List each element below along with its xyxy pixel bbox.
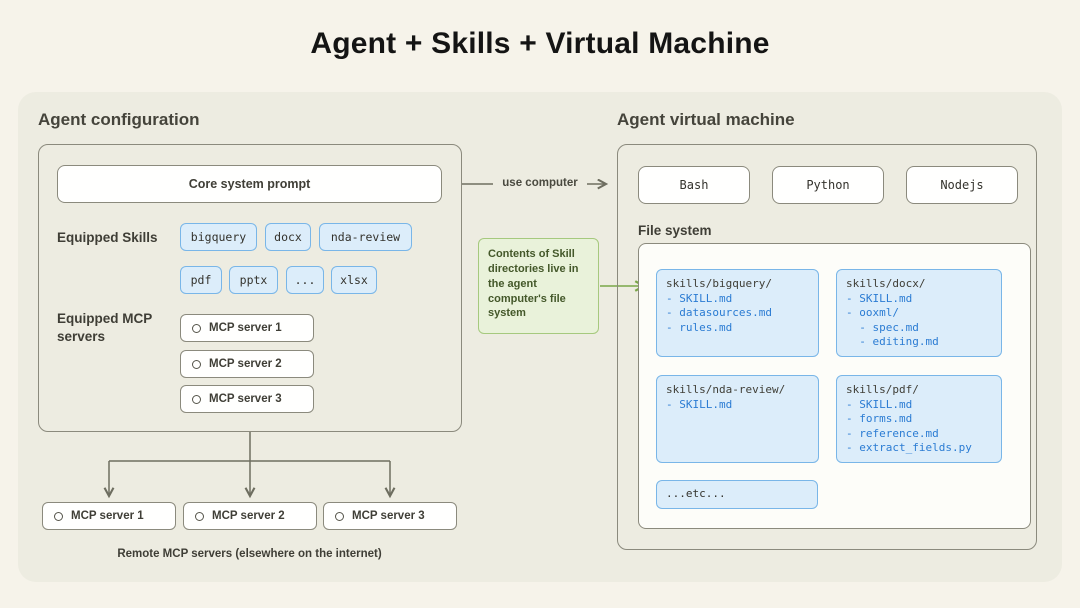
file-card-item: - datasources.md bbox=[666, 306, 772, 320]
runtime-bash-box: Bash bbox=[638, 166, 750, 204]
skill-chip-docx: docx bbox=[265, 223, 311, 251]
agent-vm-heading: Agent virtual machine bbox=[617, 110, 795, 129]
mcp-server-item: MCP server 1 bbox=[180, 314, 314, 342]
server-circle-icon bbox=[192, 359, 201, 369]
file-card-item: - editing.md bbox=[846, 335, 939, 349]
file-card-etc: ...etc... bbox=[656, 480, 818, 509]
file-card-header: skills/pdf/ bbox=[846, 383, 919, 396]
skill-chip-pdf: pdf bbox=[180, 266, 222, 294]
file-card-header: skills/docx/ bbox=[846, 277, 926, 290]
file-card-bigquery: skills/bigquery/ - SKILL.md - datasource… bbox=[656, 269, 819, 357]
file-system-label: File system bbox=[638, 223, 712, 238]
page-title: Agent + Skills + Virtual Machine bbox=[310, 27, 770, 60]
file-card-item: - SKILL.md bbox=[666, 291, 733, 305]
equipped-mcp-label: Equipped MCP servers bbox=[57, 311, 153, 344]
remote-mcp-server-item: MCP server 2 bbox=[183, 502, 317, 530]
skills-directories-note: Contents of Skill directories live in th… bbox=[478, 238, 599, 334]
skill-chip-ellipsis: ... bbox=[286, 266, 324, 294]
server-circle-icon bbox=[192, 323, 201, 333]
file-card-item: - SKILL.md bbox=[846, 397, 913, 411]
server-circle-icon bbox=[192, 394, 201, 404]
runtime-python-box: Python bbox=[772, 166, 884, 204]
file-card-item: - SKILL.md bbox=[666, 397, 733, 411]
use-computer-label: use computer bbox=[502, 177, 578, 189]
server-circle-icon bbox=[195, 511, 204, 521]
mcp-server-label: MCP server 2 bbox=[209, 358, 282, 370]
file-card-docx: skills/docx/ - SKILL.md - ooxml/ - spec.… bbox=[836, 269, 1002, 357]
server-circle-icon bbox=[54, 511, 63, 521]
remote-mcp-server-label: MCP server 1 bbox=[71, 510, 144, 522]
remote-mcp-caption: Remote MCP servers (elsewhere on the int… bbox=[117, 548, 382, 560]
mcp-server-item: MCP server 3 bbox=[180, 385, 314, 413]
file-card-item: - forms.md bbox=[846, 412, 913, 426]
file-card-header: ...etc... bbox=[666, 487, 726, 501]
file-card-nda-review: skills/nda-review/ - SKILL.md bbox=[656, 375, 819, 463]
mcp-server-item: MCP server 2 bbox=[180, 350, 314, 378]
file-card-item: - SKILL.md bbox=[846, 291, 913, 305]
equipped-skills-label: Equipped Skills bbox=[57, 230, 158, 245]
remote-mcp-server-label: MCP server 2 bbox=[212, 510, 285, 522]
file-card-item: - reference.md bbox=[846, 426, 939, 440]
agent-config-heading: Agent configuration bbox=[38, 110, 200, 129]
remote-mcp-server-item: MCP server 1 bbox=[42, 502, 176, 530]
file-card-item: - spec.md bbox=[846, 320, 919, 334]
remote-mcp-server-item: MCP server 3 bbox=[323, 502, 457, 530]
file-card-item: - rules.md bbox=[666, 320, 733, 334]
file-card-header: skills/nda-review/ bbox=[666, 383, 786, 396]
file-card-item: - extract_fields.py bbox=[846, 441, 972, 455]
skill-chip-pptx: pptx bbox=[229, 266, 278, 294]
skill-chip-nda-review: nda-review bbox=[319, 223, 412, 251]
mcp-server-label: MCP server 1 bbox=[209, 322, 282, 334]
skill-chip-xlsx: xlsx bbox=[331, 266, 377, 294]
runtime-nodejs-box: Nodejs bbox=[906, 166, 1018, 204]
file-card-header: skills/bigquery/ bbox=[666, 277, 772, 290]
server-circle-icon bbox=[335, 511, 344, 521]
file-card-pdf: skills/pdf/ - SKILL.md - forms.md - refe… bbox=[836, 375, 1002, 463]
core-system-prompt-box: Core system prompt bbox=[57, 165, 442, 203]
agent-vm-box bbox=[617, 144, 1037, 550]
mcp-server-label: MCP server 3 bbox=[209, 393, 282, 405]
remote-mcp-server-label: MCP server 3 bbox=[352, 510, 425, 522]
file-card-item: - ooxml/ bbox=[846, 306, 899, 320]
agent-config-box bbox=[38, 144, 462, 432]
skill-chip-bigquery: bigquery bbox=[180, 223, 257, 251]
